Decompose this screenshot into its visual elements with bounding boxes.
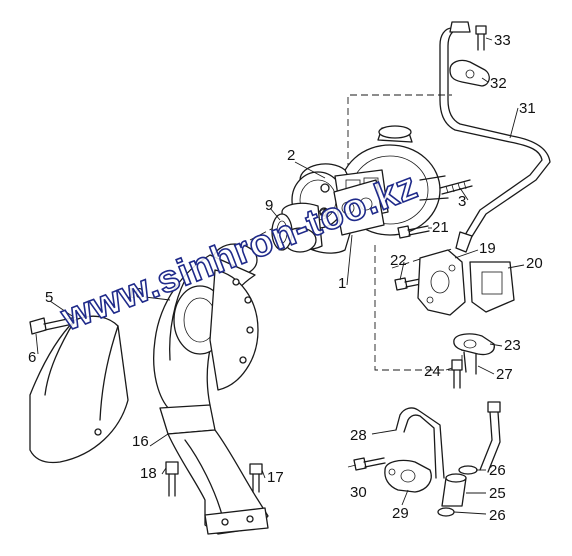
part-label-17: 17 [267, 469, 284, 486]
drain-gasket-opening [481, 271, 503, 295]
leader-lines [35, 37, 525, 515]
drain-flange-port [430, 270, 450, 294]
flange-hole [448, 264, 456, 272]
stud-bolt [439, 179, 473, 195]
elbow-gasket [271, 213, 293, 251]
part-label-9: 9 [265, 197, 274, 214]
part-label-21: 21 [432, 219, 449, 236]
flange-hole [388, 468, 396, 476]
bolt [353, 457, 386, 471]
rubber-hose-end [445, 473, 467, 483]
part-label-19: 19 [479, 240, 496, 257]
guide-line-drain [374, 245, 463, 371]
part-label-26-upper: 26 [489, 462, 506, 479]
part-label-10: 10 [127, 285, 144, 302]
gasket [333, 179, 385, 236]
bolt [29, 317, 74, 335]
flange-port [400, 469, 416, 483]
union-port [463, 339, 477, 349]
part-label-25: 25 [489, 485, 506, 502]
part-label-29: 29 [392, 505, 409, 522]
guide-line-oilpipe [347, 94, 452, 192]
part-label-1: 1 [338, 275, 347, 292]
part-label-18: 18 [140, 465, 157, 482]
drain-union [453, 333, 495, 356]
elbow-gasket-inner [276, 220, 288, 244]
oil-feed-pipe [439, 21, 551, 253]
part-label-28: 28 [350, 427, 367, 444]
part-label-22: 22 [390, 252, 407, 269]
part-label-4: 4 [320, 205, 329, 222]
drain-gasket [469, 261, 515, 313]
gasket-hole [341, 201, 355, 215]
gasket-hole [359, 197, 373, 211]
bolt [475, 25, 487, 51]
part-label-30: 30 [350, 484, 367, 501]
drain-flange [417, 249, 466, 316]
flange-hole [426, 296, 434, 304]
flange-hole [465, 69, 475, 79]
part-label-26-lower: 26 [489, 507, 506, 524]
part-label-3: 3 [458, 193, 467, 210]
part-label-33: 33 [494, 32, 511, 49]
exhaust-elbow [153, 243, 259, 411]
guide-line-elbow [249, 221, 286, 241]
part-label-20: 20 [526, 255, 543, 272]
part-label-23: 23 [504, 337, 521, 354]
drain-pipe [395, 401, 501, 479]
part-label-27: 27 [496, 366, 513, 383]
part-label-32: 32 [490, 75, 507, 92]
support-bracket [159, 404, 269, 535]
bolt [451, 359, 463, 389]
part-label-2: 2 [287, 147, 296, 164]
union-stem [463, 351, 477, 375]
part-label-16: 16 [132, 433, 149, 450]
bolt [397, 225, 430, 239]
heat-shield [29, 315, 129, 464]
bolt [165, 461, 179, 497]
bolt [249, 463, 263, 493]
part-label-6: 6 [28, 349, 37, 366]
drain-pipe-flange [384, 459, 432, 493]
part-label-5: 5 [45, 289, 54, 306]
part-label-24: 24 [424, 363, 441, 380]
part-label-31: 31 [519, 100, 536, 117]
oil-pipe-flange [449, 59, 490, 87]
bolt [394, 277, 422, 291]
